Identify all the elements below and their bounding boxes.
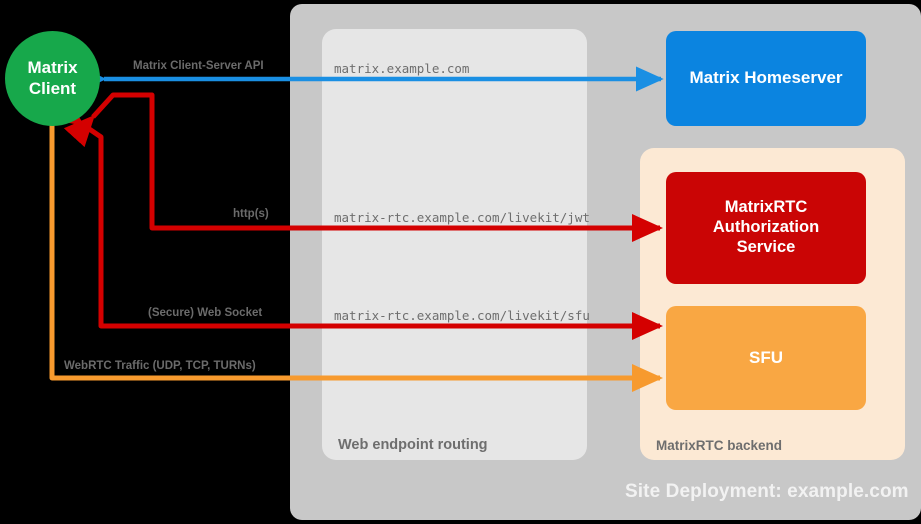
endpoint-url-livekit-sfu: matrix-rtc.example.com/livekit/sfu: [334, 308, 590, 323]
connector-jwt: [63, 92, 664, 242]
node-auth-line2: Authorization: [712, 218, 820, 237]
node-matrix-client[interactable]: Matrix Client: [5, 31, 100, 126]
node-matrixrtc-authorization-service[interactable]: MatrixRTC Authorization Service: [666, 172, 866, 284]
connector-websocket: [50, 96, 664, 340]
web-endpoint-routing-label: Web endpoint routing: [338, 437, 488, 453]
node-matrix-homeserver-label: Matrix Homeserver: [689, 68, 843, 88]
connector-label-websocket: (Secure) Web Socket: [148, 307, 263, 319]
matrixrtc-backend-label: MatrixRTC backend: [656, 438, 783, 453]
node-auth-line3: Service: [736, 237, 796, 256]
node-matrix-client-line2: Client: [28, 78, 77, 98]
node-matrix-client-line1: Matrix: [27, 58, 78, 78]
node-matrix-homeserver[interactable]: Matrix Homeserver: [666, 31, 866, 126]
connector-label-client-server-api: Matrix Client-Server API: [133, 60, 264, 72]
node-sfu-label: SFU: [749, 347, 783, 367]
endpoint-url-livekit-jwt: matrix-rtc.example.com/livekit/jwt: [334, 210, 590, 225]
endpoint-url-matrix: matrix.example.com: [334, 61, 470, 76]
node-auth-line1: MatrixRTC: [724, 198, 808, 217]
connector-label-webrtc: WebRTC Traffic (UDP, TCP, TURNs): [64, 360, 256, 372]
connector-label-jwt: http(s): [233, 208, 269, 220]
site-deployment-label: Site Deployment: example.com: [625, 481, 909, 502]
node-sfu[interactable]: SFU: [666, 306, 866, 410]
